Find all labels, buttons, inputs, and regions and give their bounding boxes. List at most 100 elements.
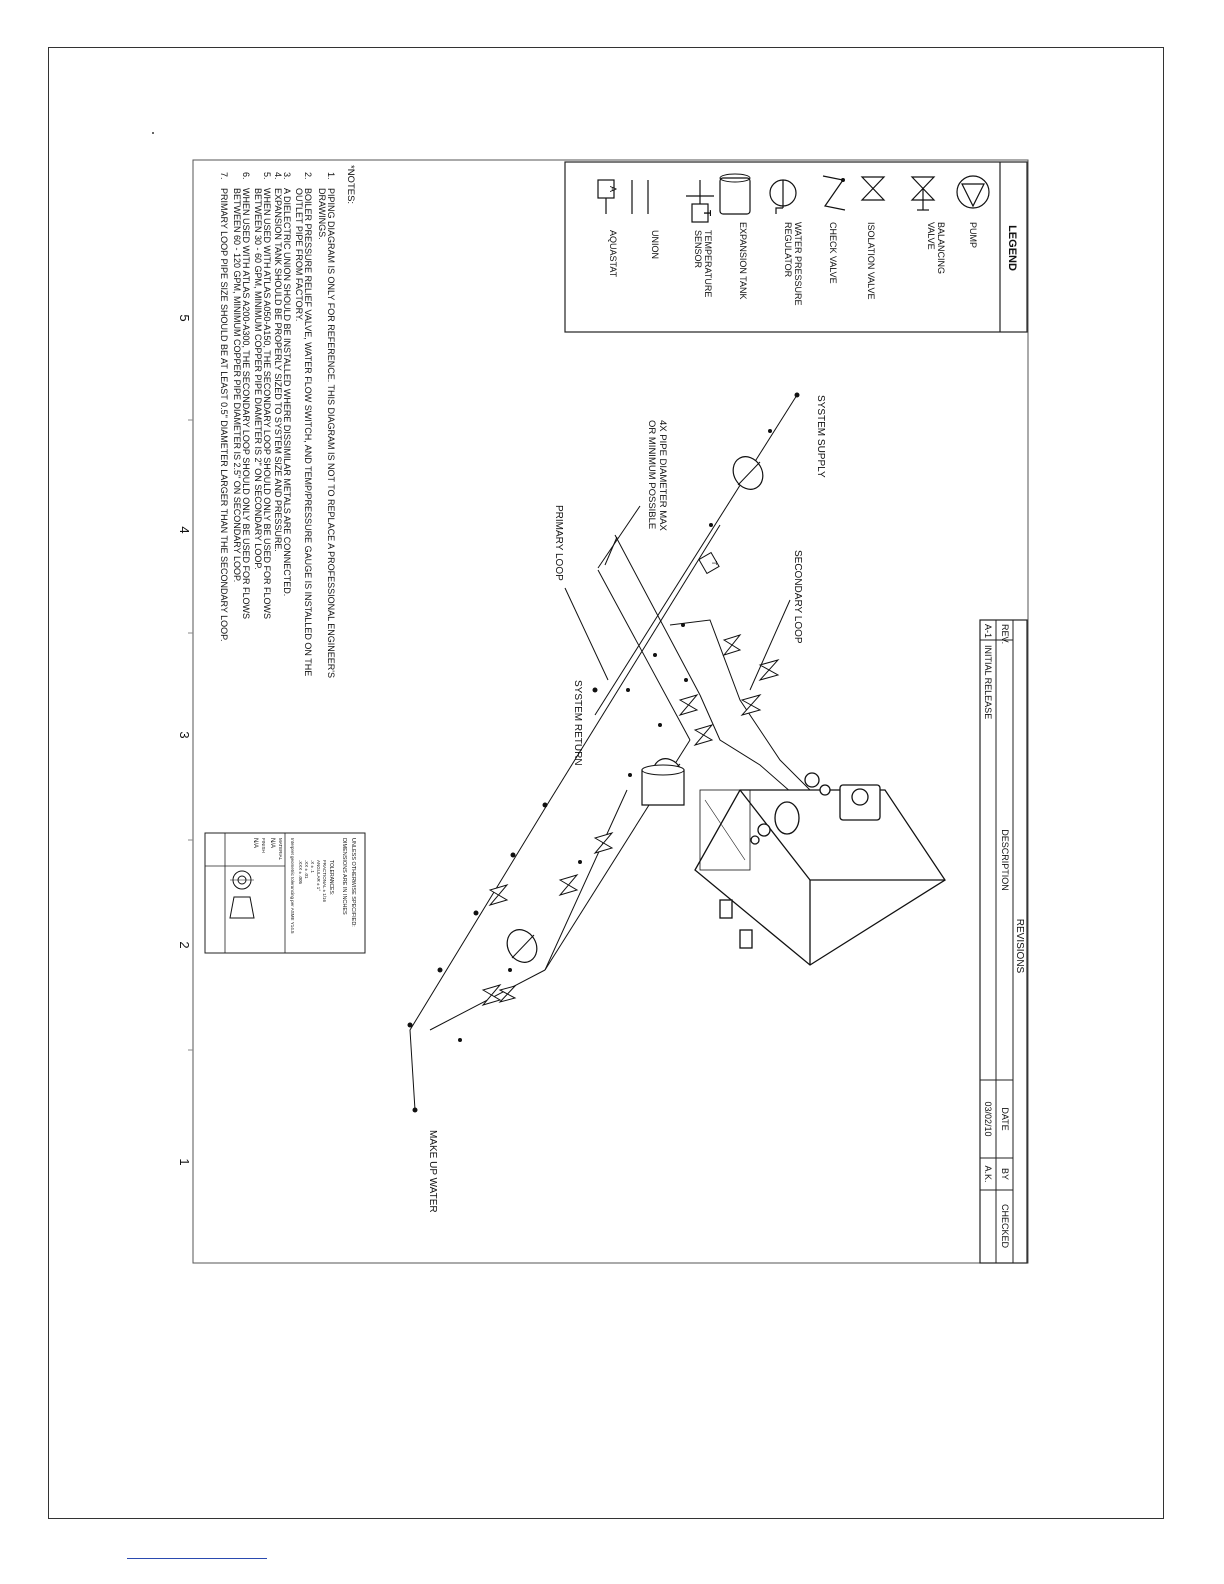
footer-line: [127, 1558, 267, 1559]
make-up-water-pipe: [409, 804, 548, 1111]
make-up-water-label: MAKE UP WATER: [427, 1130, 438, 1213]
flow-arrow: [628, 773, 632, 777]
legend-label: CHECK VALVE: [828, 222, 838, 284]
tolerance-value: .XX ± .01: [304, 860, 309, 879]
legend-label: AQUASTAT: [608, 230, 618, 278]
note-line: BETWEEN 30 - 60 GPM, MINIMUM COPPER PIPE…: [253, 188, 263, 570]
notes-heading: *NOTES:: [345, 165, 356, 204]
temperature-sensor-icon: T: [686, 180, 714, 223]
flow-arrow: [458, 1038, 462, 1042]
isolation-valve-icon: [558, 874, 579, 896]
isolation-valve-icon: [593, 832, 614, 854]
legend-label-line: TEMPERATURE: [703, 230, 713, 297]
legend-label-line: SENSOR: [693, 230, 703, 269]
tolerance-value: FRACTIONAL ± 1/16: [322, 860, 327, 903]
flow-arrow: [658, 723, 662, 727]
tolerance-line: DIMENSIONS ARE IN INCHES: [341, 838, 347, 915]
flow-arrow: [508, 968, 512, 972]
checked-header: CHECKED: [1000, 1204, 1010, 1249]
flow-arrow: [510, 852, 516, 858]
flow-arrow: [592, 687, 598, 693]
sensor-symbol: T: [701, 210, 712, 216]
note-number: 7.: [219, 172, 229, 180]
flow-arrow: [653, 653, 657, 657]
note-number: 1.: [326, 172, 336, 180]
flow-arrow: [681, 623, 685, 627]
legend-label-line: WATER PRESSURE: [793, 222, 803, 306]
zone-number: 2: [177, 941, 192, 948]
note-line: BETWEEN 60 - 120 GPM, MINIMUM COPPER PIP…: [232, 188, 242, 582]
legend-label: UNION: [650, 230, 660, 259]
tolerance-value: ANGULAR ± 1°: [316, 860, 321, 891]
revisions-table: REVISIONS REV. DESCRIPTION DATE BY CHECK…: [979, 619, 1028, 1264]
pump-icon: [956, 175, 990, 209]
zone-number: 1: [177, 1158, 192, 1165]
secondary-return-pipe: [699, 694, 801, 801]
page-frame: [48, 47, 1164, 1519]
primary-loop-label: PRIMARY LOOP: [553, 505, 564, 581]
zone-numbers: 5 4 3 2 1: [177, 314, 193, 1166]
rev-header: REV.: [1000, 624, 1010, 644]
dimension-leader: [597, 505, 641, 569]
rev-cell: A-1: [983, 624, 993, 638]
isolation-valve-icon: [678, 694, 699, 716]
isolation-valve-icon: [758, 659, 780, 681]
finish-value: N/A: [252, 838, 258, 848]
drawing-border: [192, 159, 1029, 1264]
note-number: 5.: [262, 172, 272, 180]
union-icon: [631, 180, 649, 214]
balancing-valve-icon: [910, 176, 936, 211]
isolation-valve-icon: [498, 985, 517, 1003]
flow-arrow: [437, 967, 443, 973]
flow-arrow: [768, 429, 772, 433]
tolerance-interpretation: Interpret geometric tolerancing per ASME…: [290, 838, 295, 934]
secondary-pipe-a: [614, 534, 701, 696]
water-pressure-regulator-icon: [769, 179, 797, 214]
note-number: 2.: [303, 172, 313, 180]
system-supply-label: SYSTEM SUPPLY: [815, 395, 826, 478]
note-line: OUTLET PIPE FROM FACTORY.: [294, 188, 304, 321]
flow-arrow: [709, 523, 713, 527]
description-cell: INITIAL RELEASE: [983, 645, 993, 719]
note-number: 6.: [241, 172, 251, 180]
note-number: 3.: [282, 172, 292, 180]
legend-label-line: REGULATOR: [783, 222, 793, 278]
revisions-title: REVISIONS: [1014, 919, 1025, 974]
tolerance-value: .X ± .1: [310, 860, 315, 873]
zone-number: 4: [177, 526, 192, 533]
note-line: PIPING DIAGRAM IS ONLY FOR REFERENCE. TH…: [326, 188, 336, 678]
boiler: [694, 772, 946, 966]
dimension-tick: [604, 536, 618, 566]
flow-arrows: [407, 392, 800, 1113]
flow-arrow: [626, 688, 630, 692]
legend-label: EXPANSION TANK: [738, 222, 748, 300]
secondary-loop-label: SECONDARY LOOP: [792, 550, 803, 644]
check-valve-icon: [822, 175, 846, 211]
finish-label: FINISH: [261, 838, 266, 853]
note-line: EXPANSION TANK SHOULD BE PROPERLY SIZED …: [273, 188, 283, 552]
legend-label-line: BALANCING: [936, 222, 946, 274]
legend-label: ISOLATION VALVE: [866, 222, 876, 300]
secondary-pipe-b: [597, 569, 691, 741]
system-return-label: SYSTEM RETURN: [572, 680, 583, 766]
isolation-valve-icon: [693, 724, 714, 746]
pump-icon: [732, 456, 764, 490]
description-header: DESCRIPTION: [1000, 829, 1010, 891]
flow-arrow: [794, 392, 800, 398]
tolerance-block: UNLESS OTHERWISE SPECIFIED: DIMENSIONS A…: [204, 832, 366, 954]
note-line: A DIELECTRIC UNION SHOULD BE INSTALLED W…: [282, 188, 292, 596]
material-value: N/A: [269, 838, 275, 848]
date-header: DATE: [1000, 1107, 1010, 1130]
aquastat-icon: A: [597, 179, 618, 214]
expansion-tank-icon: [641, 764, 685, 806]
isolation-valve-icon: [740, 694, 762, 716]
primary-return-pipe: [546, 524, 721, 806]
flow-arrow: [542, 802, 548, 808]
stray-dot: [152, 132, 154, 134]
check-valve-icon: [722, 634, 742, 656]
by-header: BY: [1000, 1168, 1010, 1180]
note-line: DRAWINGS.: [317, 188, 327, 240]
flow-arrow: [407, 1022, 413, 1028]
secondary-loop-leader: [749, 599, 791, 691]
isolation-valve-icon: [488, 884, 509, 906]
